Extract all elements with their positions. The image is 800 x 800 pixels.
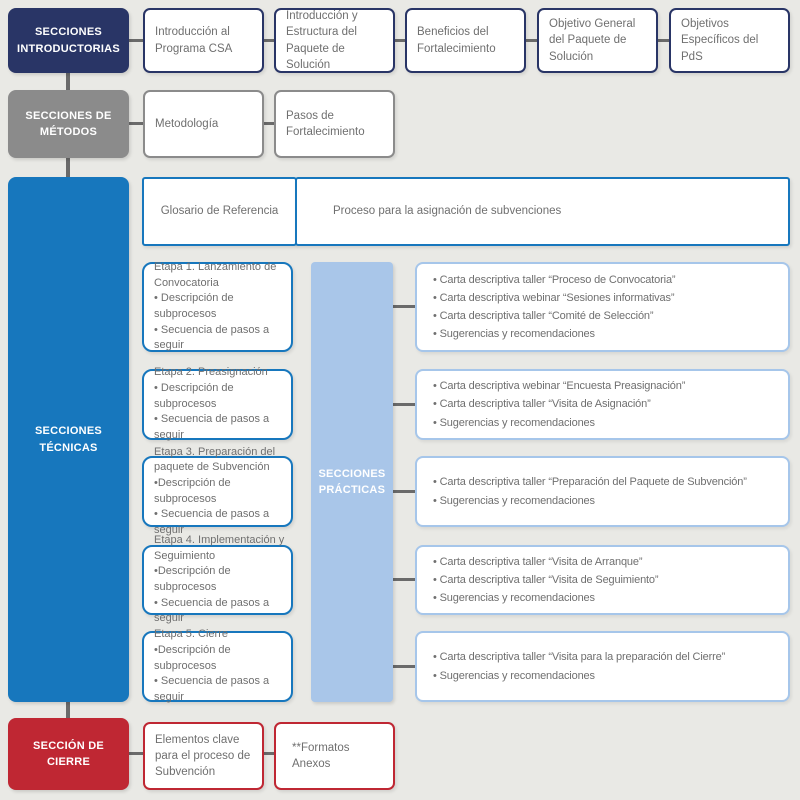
practicas-items: • Carta descriptiva taller “Visita para … — [433, 648, 782, 684]
connector-row1-3 — [395, 39, 405, 42]
node-label: Objetivo General del Paquete de Solución — [549, 18, 636, 63]
connector-vertical-tecnicas-cierre — [66, 702, 70, 718]
connector-cierre-2 — [264, 752, 274, 755]
etapa-4-implementacion-seguimiento: Etapa 4. Implementación y Seguimiento •D… — [142, 534, 293, 624]
list-item: • Descripción de subprocesos — [154, 382, 234, 410]
list-item: • Sugerencias y recomendaciones — [433, 494, 595, 507]
hub-secciones-tecnicas: SECCIONES TÉCNICAS — [8, 177, 129, 702]
etapa-bullets: •Descripción de subprocesos • Secuencia d… — [154, 476, 285, 538]
node-proceso-asignacion-subvenciones: Proceso para la asignación de subvencion… — [295, 177, 790, 246]
list-item: • Secuencia de pasos a seguir — [154, 323, 270, 352]
etapa-3-preparacion-paquete: Etapa 3. Preparación del paquete de Subv… — [142, 446, 293, 536]
list-item: • Carta descriptiva taller “Visita para … — [433, 651, 726, 664]
list-item: • Sugerencias y recomendaciones — [433, 669, 595, 682]
etapa-bullets: • Descripción de subprocesos • Secuencia … — [154, 381, 285, 443]
etapa-2-preasignacion: Etapa 2. Preasignación • Descripción de … — [142, 366, 293, 443]
node-label: Introducción y Estructura del Paquete de… — [286, 10, 358, 71]
node-label: Pasos de Fortalecimiento — [286, 109, 365, 138]
hub-label: SECCIONES PRÁCTICAS — [318, 467, 386, 497]
practicas-items: • Carta descriptiva taller “Proceso de C… — [433, 271, 782, 344]
node-introduccion-programa-csa: Introducción al Programa CSA — [143, 8, 264, 73]
hub-secciones-practicas: SECCIONES PRÁCTICAS — [311, 262, 393, 702]
list-item: • Carta descriptiva taller “Comité de Se… — [433, 310, 654, 322]
hub-secciones-introductorias: SECCIONES INTRODUCTORIAS — [8, 8, 129, 73]
practicas-items: • Carta descriptiva taller “Preparación … — [433, 473, 782, 509]
list-item: • Secuencia de pasos a seguir — [154, 596, 270, 625]
list-item: •Descripción de subprocesos — [154, 565, 231, 593]
connector-row1-1 — [129, 39, 143, 42]
connector-row1-5 — [658, 39, 669, 42]
practicas-group-2: • Carta descriptiva webinar “Encuesta Pr… — [415, 369, 790, 440]
connector-row2-2 — [264, 122, 274, 125]
list-item: • Carta descriptiva taller “Preparación … — [433, 476, 747, 489]
node-label: Beneficios del Fortalecimiento — [417, 26, 496, 55]
node-beneficios-fortalecimiento: Beneficios del Fortalecimiento — [405, 8, 526, 73]
connector-practicas-2 — [393, 403, 415, 406]
hub-label: SECCIONES INTRODUCTORIAS — [17, 26, 120, 55]
node-label: Introducción al Programa CSA — [155, 26, 233, 55]
etapa-title: Etapa 3. Preparación del paquete de Subv… — [154, 445, 276, 474]
node-metodologia: Metodología — [143, 90, 264, 158]
hub-secciones-de-metodos: SECCIONES DE MÉTODOS — [8, 90, 129, 158]
practicas-items: • Carta descriptiva taller “Visita de Ar… — [433, 553, 782, 607]
connector-row2-1 — [129, 122, 143, 125]
hub-label: SECCIONES DE MÉTODOS — [25, 109, 112, 139]
list-item: • Sugerencias y recomendaciones — [433, 416, 595, 429]
practicas-group-3: • Carta descriptiva taller “Preparación … — [415, 456, 790, 527]
etapa-1-lanzamiento-convocatoria: Etapa 1. Lanzamiento de Convocatoria • D… — [142, 261, 293, 353]
etapa-bullets: • Descripción de subprocesos • Secuencia … — [154, 291, 285, 353]
list-item: • Sugerencias y recomendaciones — [433, 592, 595, 605]
practicas-group-4: • Carta descriptiva taller “Visita de Ar… — [415, 545, 790, 615]
etapa-title: Etapa 4. Implementación y Seguimiento — [154, 534, 285, 562]
etapa-5-cierre: Etapa 5. Cierre •Descripción de subproce… — [142, 628, 293, 705]
list-item: • Carta descriptiva taller “Visita de As… — [433, 398, 651, 411]
etapa-bullets: •Descripción de subprocesos • Secuencia d… — [154, 564, 285, 626]
etapa-title: Etapa 1. Lanzamiento de Convocatoria — [154, 261, 277, 289]
node-label: Proceso para la asignación de subvencion… — [333, 205, 562, 218]
list-item: • Secuencia de pasos a seguir — [154, 508, 270, 536]
list-item: • Carta descriptiva webinar “Encuesta Pr… — [433, 380, 686, 393]
connector-cierre-1 — [129, 752, 143, 755]
node-elementos-clave: Elementos clave para el proceso de Subve… — [143, 722, 264, 790]
connector-practicas-3 — [393, 490, 415, 493]
node-label: Objetivos Específicos del PdS — [681, 18, 759, 63]
node-label: Metodología — [155, 117, 219, 130]
connector-practicas-1 — [393, 305, 415, 308]
node-glosario-referencia: Glosario de Referencia — [142, 177, 297, 246]
list-item: • Carta descriptiva webinar “Sesiones in… — [433, 291, 675, 304]
connector-vertical-metodos-tecnicas — [66, 158, 70, 177]
list-item: • Secuencia de pasos a seguir — [154, 675, 270, 703]
node-label: Elementos clave para el proceso de Subve… — [155, 733, 251, 779]
connector-vertical-intro-metodos — [66, 73, 70, 90]
list-item: • Carta descriptiva taller “Visita de Se… — [433, 573, 659, 586]
connector-practicas-5 — [393, 665, 415, 668]
list-item: • Sugerencias y recomendaciones — [433, 328, 595, 341]
hub-label: SECCIONES TÉCNICAS — [34, 425, 103, 454]
list-item: •Descripción de subprocesos — [154, 476, 231, 505]
node-introduccion-estructura-paquete: Introducción y Estructura del Paquete de… — [274, 8, 395, 73]
hub-seccion-de-cierre: SECCIÓN DE CIERRE — [8, 718, 129, 790]
node-label: Glosario de Referencia — [160, 205, 279, 218]
connector-row1-4 — [526, 39, 537, 42]
etapa-title: Etapa 2. Preasignación — [154, 366, 268, 379]
practicas-group-1: • Carta descriptiva taller “Proceso de C… — [415, 262, 790, 352]
etapa-bullets: •Descripción de subprocesos • Secuencia d… — [154, 643, 285, 705]
hub-label: SECCIÓN DE CIERRE — [33, 739, 104, 769]
connector-row1-2 — [264, 39, 274, 42]
list-item: • Carta descriptiva taller “Proceso de C… — [433, 273, 676, 286]
list-item: •Descripción de subprocesos — [154, 644, 231, 672]
list-item: • Carta descriptiva taller “Visita de Ar… — [433, 555, 643, 568]
connector-practicas-4 — [393, 578, 415, 581]
node-pasos-fortalecimiento: Pasos de Fortalecimiento — [274, 90, 395, 158]
practicas-group-5: • Carta descriptiva taller “Visita para … — [415, 631, 790, 702]
node-objetivos-especificos: Objetivos Específicos del PdS — [669, 8, 790, 73]
node-label: **Formatos Anexos — [292, 741, 350, 770]
practicas-items: • Carta descriptiva webinar “Encuesta Pr… — [433, 377, 782, 431]
list-item: • Descripción de subprocesos — [154, 292, 234, 320]
node-formatos-anexos: **Formatos Anexos — [274, 722, 395, 790]
list-item: • Secuencia de pasos a seguir — [154, 413, 270, 441]
etapa-title: Etapa 5. Cierre — [154, 628, 228, 641]
node-objetivo-general: Objetivo General del Paquete de Solución — [537, 8, 658, 73]
